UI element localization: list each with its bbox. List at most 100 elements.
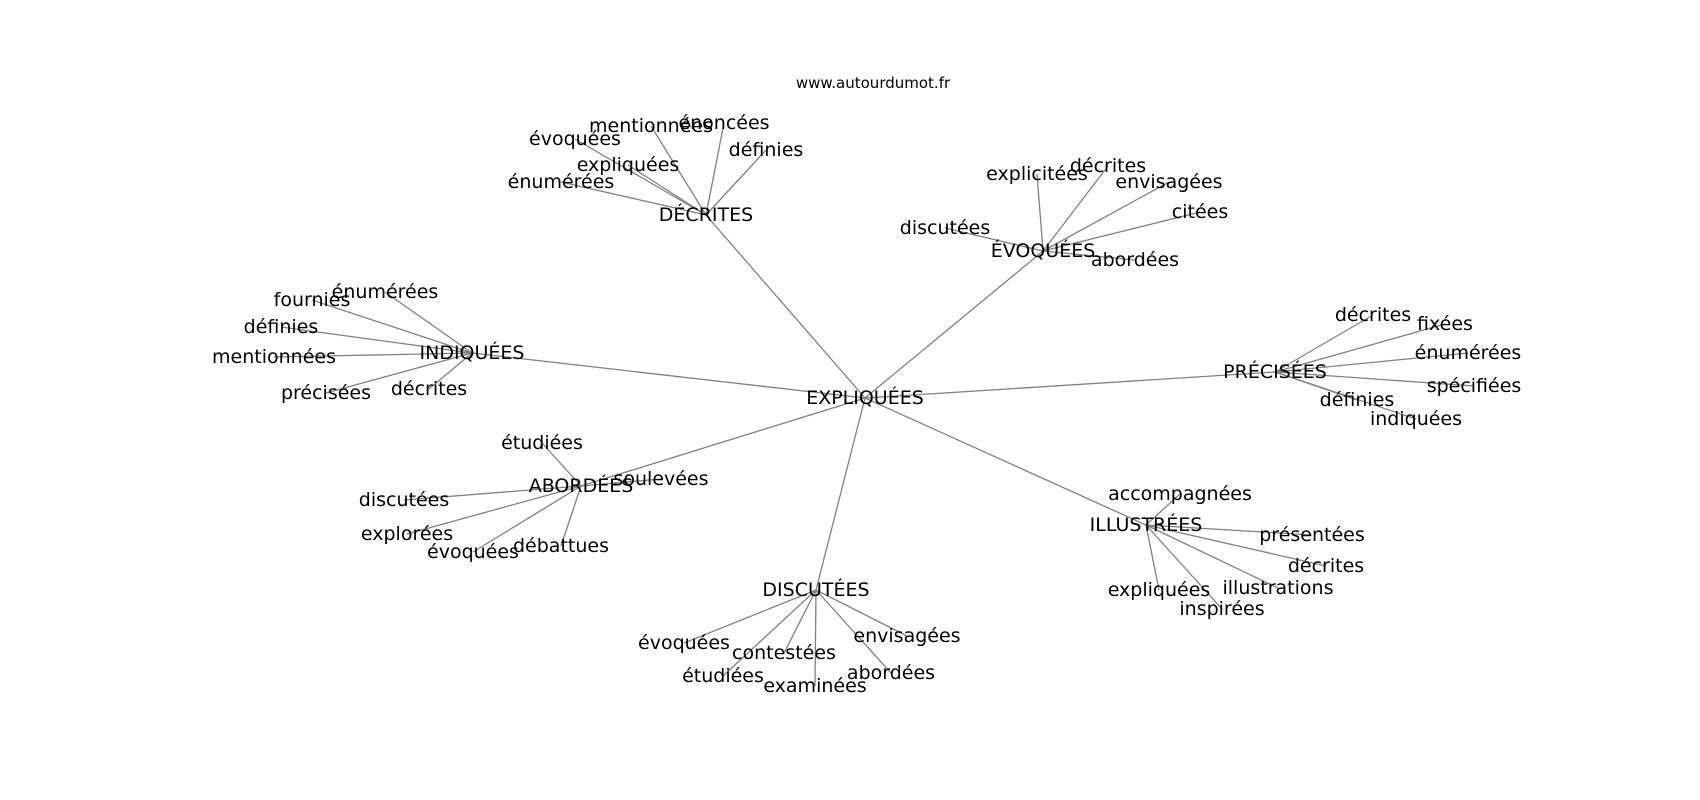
site-url-label: www.autourdumot.fr (796, 74, 951, 92)
leaf-node-label: discutées (900, 217, 990, 239)
edge-hub-to-leaf (1145, 493, 1181, 526)
edge-hub-to-leaf (428, 352, 473, 390)
hub-node-label: INDIQUÉES (420, 341, 525, 364)
leaf-node-label: décrites (1335, 304, 1411, 326)
leaf-node-label: présentées (1259, 524, 1365, 546)
edge-center-to-hub (864, 371, 1276, 399)
edge-hub-to-leaf (722, 589, 817, 677)
leaf-node-label: débattues (513, 535, 609, 557)
edge-hub-to-leaf (406, 485, 582, 535)
leaf-node-label: définies (1320, 389, 1395, 411)
leaf-node-label: spécifiées (1427, 375, 1522, 397)
leaf-node-label: décrites (391, 378, 467, 400)
edge-hub-to-leaf (815, 589, 892, 674)
leaf-node-label: abordées (1091, 249, 1179, 271)
leaf-node-label: étudiées (501, 432, 583, 454)
center-node-label: EXPLIQUÉES (806, 386, 924, 409)
edge-hub-to-leaf (705, 122, 725, 216)
leaf-node-label: inspirées (1179, 598, 1264, 620)
leaf-node-label: contestées (732, 642, 836, 664)
leaf-node-label: énoncées (678, 112, 769, 134)
graph-labels: EXPLIQUÉESDÉCRITESénoncéesmentionnéesévo… (212, 112, 1521, 697)
edge-hub-to-leaf (814, 589, 817, 687)
leaf-node-label: évoquées (638, 632, 730, 654)
leaf-node-label: examinées (763, 675, 866, 697)
leaf-node-label: envisagées (1115, 171, 1222, 193)
leaf-node-label: indiquées (1370, 408, 1462, 430)
edge-hub-to-leaf (1274, 314, 1374, 373)
hub-node-label: DISCUTÉES (762, 578, 869, 601)
edge-hub-to-leaf (944, 227, 1044, 252)
leaf-node-label: citées (1172, 201, 1228, 223)
edge-center-to-hub (471, 352, 866, 399)
edge-hub-to-leaf (1042, 211, 1201, 252)
leaf-node-label: décrites (1070, 155, 1146, 177)
edge-hub-to-leaf (560, 485, 582, 547)
edge-hub-to-leaf (1274, 352, 1469, 373)
leaf-node-label: envisagées (853, 625, 960, 647)
leaf-node-label: fournies (274, 289, 351, 311)
leaf-node-label: définies (244, 316, 319, 338)
edge-hub-to-leaf (1042, 165, 1109, 252)
edge-hub-to-leaf (705, 149, 767, 216)
edge-hub-to-leaf (1042, 250, 1136, 261)
leaf-node-label: expliquées (1108, 579, 1211, 601)
edge-hub-to-leaf (1145, 524, 1279, 589)
edge-center-to-hub (864, 397, 1147, 526)
leaf-node-label: énumérées (1415, 342, 1522, 364)
edge-hub-to-leaf (1145, 524, 1223, 610)
edge-center-to-hub (815, 397, 866, 591)
leaf-node-label: précisées (281, 382, 371, 404)
leaf-node-label: étudiées (682, 665, 764, 687)
leaf-node-label: évoquées (529, 128, 621, 150)
hub-node-label: ILLUSTRÉES (1090, 513, 1203, 536)
leaf-node-label: illustrations (1223, 577, 1334, 599)
edge-center-to-hub (864, 250, 1044, 399)
hub-node-label: ÉVOQUÉES (991, 239, 1096, 262)
edge-hub-to-leaf (683, 589, 817, 644)
leaf-node-label: explorées (361, 523, 453, 545)
edge-hub-to-leaf (403, 485, 582, 501)
edge-hub-to-leaf (384, 291, 473, 354)
edge-hub-to-leaf (1274, 371, 1475, 387)
hub-node-label: PRÉCISÉES (1223, 360, 1327, 383)
leaf-node-label: énumérées (332, 281, 439, 303)
edge-center-to-hub (705, 214, 866, 399)
leaf-node-label: accompagnées (1108, 483, 1252, 505)
hub-node-label: ABORDÉES (529, 474, 634, 497)
leaf-node-label: définies (729, 139, 804, 161)
edge-hub-to-leaf (472, 485, 582, 553)
leaf-node-label: explicitées (986, 163, 1088, 185)
edge-center-to-hub (580, 397, 866, 487)
leaf-node-label: mentionnées (212, 346, 336, 368)
edge-hub-to-leaf (311, 299, 473, 354)
leaf-node-label: abordées (847, 662, 935, 684)
edge-hub-to-leaf (280, 326, 473, 354)
leaf-node-label: énumérées (508, 171, 615, 193)
edge-hub-to-leaf (574, 138, 707, 216)
edge-hub-to-leaf (1036, 173, 1044, 252)
leaf-node-label: fixées (1417, 313, 1473, 335)
edge-hub-to-leaf (273, 352, 473, 358)
leaf-node-label: mentionnées (589, 115, 713, 137)
edge-hub-to-leaf (627, 164, 707, 216)
leaf-node-label: décrites (1288, 555, 1364, 577)
edge-hub-to-leaf (1274, 371, 1417, 420)
leaf-node-label: discutées (359, 489, 449, 511)
leaf-node-label: expliquées (577, 154, 680, 176)
edge-hub-to-leaf (560, 181, 707, 216)
edge-hub-to-leaf (325, 352, 473, 394)
edge-hub-to-leaf (1145, 524, 1313, 536)
edge-hub-to-leaf (815, 589, 908, 637)
edge-hub-to-leaf (580, 478, 662, 487)
edge-hub-to-leaf (1274, 323, 1446, 373)
edge-hub-to-leaf (650, 125, 707, 216)
hub-node-label: DÉCRITES (659, 203, 753, 226)
edge-hub-to-leaf (1145, 524, 1160, 591)
edge-hub-to-leaf (541, 442, 582, 487)
edge-hub-to-leaf (1145, 524, 1327, 567)
edge-hub-to-leaf (1042, 181, 1170, 252)
edge-hub-to-leaf (783, 589, 817, 654)
leaf-node-label: évoquées (427, 541, 519, 563)
